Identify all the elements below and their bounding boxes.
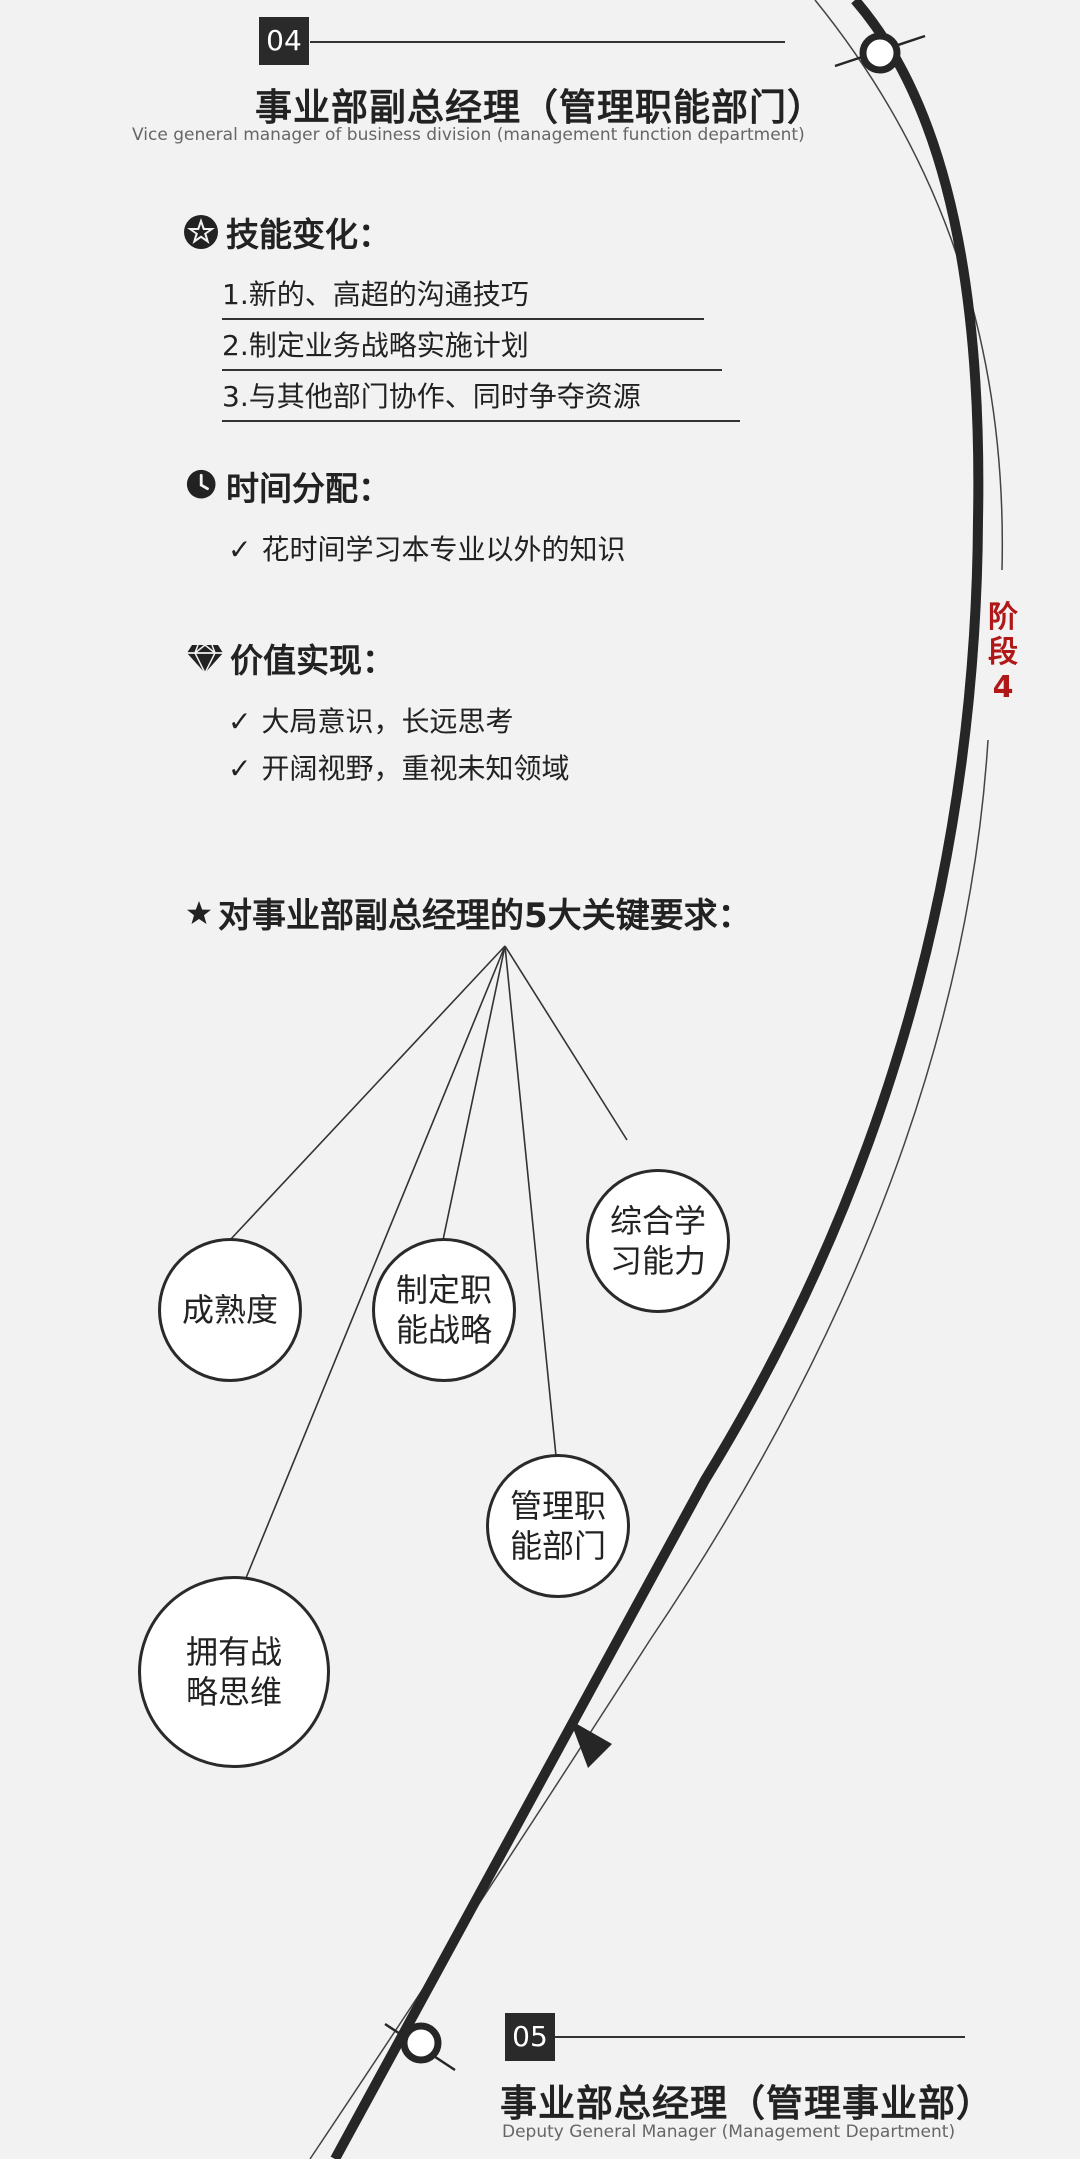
skills-heading: 技能变化： bbox=[182, 208, 391, 256]
value-heading-text: 价值实现： bbox=[230, 641, 395, 680]
stage4-number-badge: 04 bbox=[259, 17, 309, 65]
timeline-main-line bbox=[330, 0, 984, 2159]
connector-line bbox=[245, 945, 506, 1579]
time-item-text: 花时间学习本专业以外的知识 bbox=[261, 533, 626, 566]
star-badge-icon bbox=[184, 215, 218, 249]
diamond-icon bbox=[187, 644, 223, 675]
value-item: ✓ 大局意识，长远思考 bbox=[228, 700, 513, 740]
connector-line bbox=[504, 945, 628, 1141]
skill-item: 1.新的、高超的沟通技巧 bbox=[222, 272, 704, 320]
value-item-text: 开阔视野，重视未知领域 bbox=[261, 752, 570, 785]
value-heading: 价值实现： bbox=[186, 634, 395, 682]
requirement-node-label: 管理职 bbox=[509, 1487, 606, 1525]
requirement-node-label: 成熟度 bbox=[181, 1291, 278, 1329]
requirement-node-strategy: 制定职 能战略 bbox=[372, 1238, 516, 1382]
requirement-node-label: 习能力 bbox=[609, 1242, 706, 1280]
requirement-node-label: 能部门 bbox=[509, 1527, 606, 1565]
stage4-title: 事业部副总经理（管理职能部门） bbox=[255, 86, 825, 129]
requirements-heading: 对事业部副总经理的5大关键要求： bbox=[186, 888, 752, 937]
requirement-node-management: 管理职 能部门 bbox=[486, 1454, 630, 1598]
stage5-node bbox=[400, 2022, 442, 2064]
requirement-node-label: 制定职 bbox=[395, 1271, 492, 1309]
time-item: ✓ 花时间学习本专业以外的知识 bbox=[228, 528, 625, 568]
requirement-node-maturity: 成熟度 bbox=[158, 1238, 302, 1382]
stage-tag: 阶 段 4 bbox=[988, 600, 1018, 705]
stage4-node bbox=[859, 32, 901, 74]
requirement-node-label: 能战略 bbox=[395, 1311, 492, 1349]
time-heading: 时间分配： bbox=[186, 462, 391, 510]
time-heading-text: 时间分配： bbox=[226, 469, 391, 508]
value-item: ✓ 开阔视野，重视未知领域 bbox=[228, 747, 569, 787]
timeline-guide-line-lower bbox=[309, 739, 989, 2159]
stage5-number-badge: 05 bbox=[505, 2013, 555, 2061]
stage5-title: 事业部总经理（管理事业部） bbox=[500, 2082, 994, 2125]
connector-line bbox=[229, 945, 506, 1241]
requirements-heading-text: 对事业部副总经理的5大关键要求： bbox=[218, 896, 752, 936]
direction-arrow bbox=[570, 1720, 612, 1768]
check-icon: ✓ bbox=[228, 752, 252, 785]
star-icon bbox=[187, 900, 211, 924]
connector-line bbox=[442, 945, 506, 1241]
requirement-node-label: 拥有战 bbox=[185, 1633, 282, 1671]
requirement-node-learning: 综合学 习能力 bbox=[586, 1169, 730, 1313]
stage4-subtitle: Vice general manager of business divisio… bbox=[132, 125, 805, 145]
requirement-node-label: 略思维 bbox=[185, 1673, 282, 1711]
connector-line bbox=[504, 945, 557, 1457]
check-icon: ✓ bbox=[228, 705, 252, 738]
skill-item: 2.制定业务战略实施计划 bbox=[222, 323, 722, 371]
value-item-text: 大局意识，长远思考 bbox=[261, 705, 514, 738]
clock-icon bbox=[186, 469, 216, 499]
stage5-subtitle: Deputy General Manager (Management Depar… bbox=[502, 2122, 956, 2142]
skills-heading-text: 技能变化： bbox=[226, 215, 391, 254]
check-icon: ✓ bbox=[228, 533, 252, 566]
skill-item: 3.与其他部门协作、同时争夺资源 bbox=[222, 374, 740, 422]
requirement-node-strategic-thinking: 拥有战 略思维 bbox=[138, 1576, 330, 1768]
requirement-node-label: 综合学 bbox=[609, 1202, 706, 1240]
